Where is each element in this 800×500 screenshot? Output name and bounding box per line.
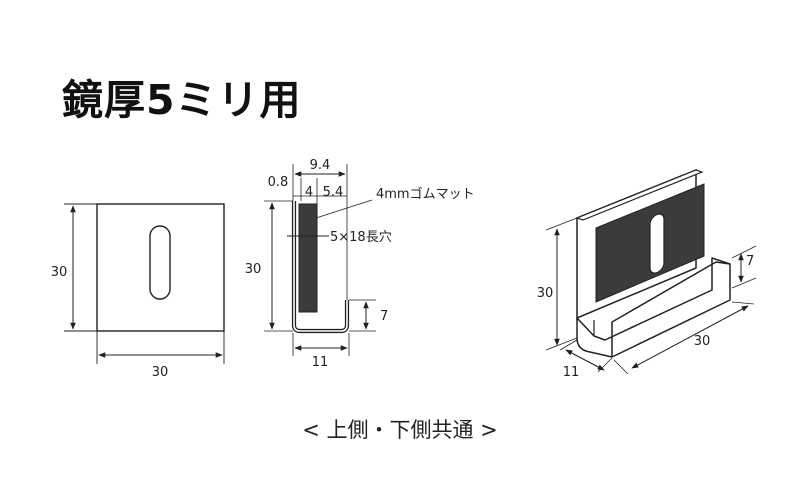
front-slot-hole [149,225,171,300]
page-title: 鏡厚5ミリ用 [62,76,302,124]
caption: < 上側・下側共通 > [302,418,498,442]
iso-depth-ext-right [597,357,613,373]
iso-lip-ext-top [731,245,757,259]
side-hole-note: 5×18長穴 [330,230,392,245]
iso-depth-ext-left [559,339,578,351]
iso-height-label: 30 [537,286,554,301]
iso-height-ext-bottom [545,337,578,351]
isometric-view: 30 7 11 30 [537,168,757,380]
side-thickness-label: 0.8 [268,175,289,190]
side-view: 9.4 0.8 4 5.4 4mmゴムマット 5×18長穴 30 7 11 [245,158,475,370]
side-rubber-note: 4mmゴムマット [376,186,475,202]
iso-length-ext-left [613,359,629,375]
front-height-label: 30 [51,265,68,280]
iso-length-ext-right [731,301,755,305]
side-depth-label: 11 [312,355,329,370]
side-rubber-mat [298,203,318,313]
iso-lip-ext-bottom [731,277,757,289]
side-height-label: 30 [245,262,262,277]
iso-length-label: 30 [694,334,711,349]
iso-length-dim-line [631,305,749,369]
side-rubber-label: 4 [305,185,313,200]
front-width-label: 30 [152,365,169,380]
front-view: 30 30 [51,203,225,380]
iso-channel-lip [611,261,731,357]
side-lip-label: 7 [380,309,388,324]
iso-height-ext-top [545,217,578,231]
iso-slot-hole [649,213,665,274]
iso-plate-thickness [575,169,704,221]
side-rubber-leader [315,199,373,219]
side-bracket-inner [293,201,348,332]
iso-depth-dim-line [565,349,605,371]
side-gap-label: 5.4 [323,185,344,200]
iso-lip-label: 7 [746,254,754,269]
iso-depth-label: 11 [563,365,580,380]
side-total-width-label: 9.4 [310,158,331,173]
